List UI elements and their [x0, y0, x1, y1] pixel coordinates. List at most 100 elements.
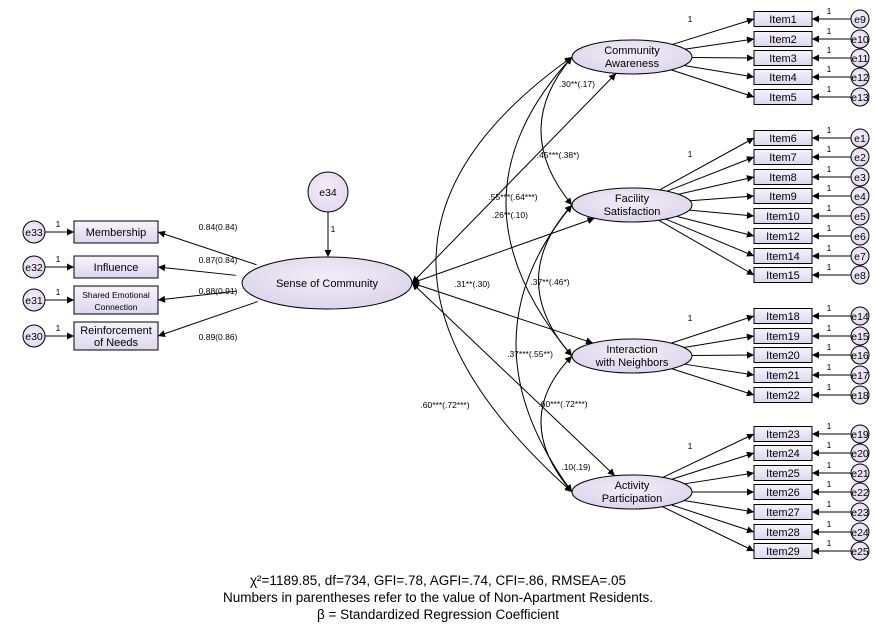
item-box-item26	[753, 484, 813, 500]
item-box-item1	[753, 11, 813, 27]
item-loading-arrow-item14	[665, 218, 755, 257]
indicator-error-weight-1: 1	[56, 219, 61, 229]
item-error-weight-e14: 1	[827, 303, 832, 313]
indicator-error-weight-4: 1	[56, 323, 61, 333]
indicator-box-4	[73, 321, 159, 351]
item-error-weight-e10: 1	[827, 26, 832, 36]
loading-arrow-1	[157, 230, 257, 266]
item-box-item29	[753, 543, 813, 559]
item-box-item19	[753, 328, 813, 344]
factor-fixed-weight-3: 1	[688, 313, 693, 323]
item-label-item25: Item25	[766, 468, 800, 480]
item-box-item9	[753, 188, 813, 204]
item-loading-arrow-item10	[689, 209, 755, 219]
item-error-label-e13: e13	[851, 92, 869, 104]
coef-ca-in: .55***(.64***)	[488, 192, 537, 202]
item-box-item25	[753, 465, 813, 481]
coef-ca: .30**(.17)	[559, 79, 595, 89]
item-box-item14	[753, 248, 813, 264]
item-error-weight-e23: 1	[827, 499, 832, 509]
indicator-label-1: Membership	[86, 227, 147, 239]
item-error-e6: e6	[850, 226, 870, 246]
indicator-box-3	[73, 285, 159, 315]
item-box-item15	[753, 267, 813, 283]
item-error-weight-e11: 1	[827, 45, 832, 55]
item-error-circle-e13	[850, 87, 870, 107]
coef-in: .31**(.30)	[454, 279, 490, 289]
structural-arrow-3	[411, 281, 594, 345]
item-box-item22	[753, 387, 813, 403]
item-error-label-e24: e24	[851, 527, 869, 539]
coef-ca-ap: .10(.19)	[561, 462, 590, 472]
indicator-error-label-1: e33	[25, 227, 43, 239]
coef-fs-ap: .37***(.55**)	[507, 349, 553, 359]
item-error-weight-e19: 1	[827, 421, 832, 431]
indicator-label-2: Influence	[94, 262, 139, 274]
item-error-label-e2: e2	[854, 152, 866, 164]
item-error-e21: e21	[850, 463, 870, 483]
item-error-weight-e1: 1	[827, 125, 832, 135]
item-label-item20: Item20	[766, 350, 800, 362]
item-error-label-e19: e19	[851, 429, 869, 441]
item-error-e20: e20	[850, 443, 870, 463]
item-error-circle-e25	[850, 541, 870, 561]
item-label-item21: Item21	[766, 370, 800, 382]
item-error-circle-e20	[850, 443, 870, 463]
structural-arrow-2	[411, 217, 595, 284]
item-error-e9: e9	[850, 9, 870, 29]
item-error-weight-e18: 1	[827, 382, 832, 392]
indicator-error-weight-2: 1	[56, 254, 61, 264]
item-error-label-e4: e4	[854, 191, 866, 203]
loading-arrow-4	[157, 301, 258, 338]
footer-line-3: β = Standardized Regression Coefficient	[317, 607, 559, 622]
item-error-label-e9: e9	[854, 14, 866, 26]
item-error-label-e18: e18	[851, 390, 869, 402]
item-error-e2: e2	[850, 147, 870, 167]
factor-label-2-line1: Facility	[615, 193, 650, 205]
item-error-label-e8: e8	[854, 270, 866, 282]
item-error-circle-e1	[850, 128, 870, 148]
item-error-e15: e15	[850, 326, 870, 346]
item-error-circle-e17	[850, 365, 870, 385]
factor-ellipse-4	[571, 474, 693, 510]
item-loading-arrow-item5	[671, 69, 755, 99]
item-label-item6: Item6	[769, 133, 797, 145]
factor-label-1-line2: Awareness	[605, 58, 660, 70]
item-error-e14: e14	[850, 306, 870, 326]
item-error-weight-e24: 1	[827, 519, 832, 529]
item-label-item28: Item28	[766, 527, 800, 539]
item-label-item15: Item15	[766, 270, 800, 282]
item-error-weight-e12: 1	[827, 64, 832, 74]
e34-error-label: e34	[319, 187, 337, 199]
item-loading-arrow-item29	[662, 506, 755, 552]
factor-fixed-weight-4: 1	[688, 441, 693, 451]
item-box-item21	[753, 367, 813, 383]
item-loading-arrow-item19	[683, 333, 755, 348]
item-error-weight-e6: 1	[827, 223, 832, 233]
indicator-error-label-2: e32	[25, 262, 43, 274]
indicator-error-weight-3: 1	[56, 287, 61, 297]
factor-label-3-line2: with Neighbors	[595, 357, 669, 369]
indicator-error-label-3: e31	[25, 295, 43, 307]
item-label-item9: Item9	[769, 191, 797, 203]
indicator-error-label-4: e30	[25, 331, 43, 343]
factor-label-4-line2: Participation	[602, 493, 663, 505]
item-label-item10: Item10	[766, 211, 800, 223]
sense-of-community-label: Sense of Community	[276, 278, 379, 290]
item-box-item2	[753, 31, 813, 47]
item-label-item8: Item8	[769, 172, 797, 184]
item-label-item29: Item29	[766, 546, 800, 558]
loading-coef-1: 0.84(0.84)	[199, 222, 238, 232]
item-error-weight-e4: 1	[827, 183, 832, 193]
item-box-item4	[753, 69, 813, 85]
factor-ellipse-1	[571, 39, 693, 75]
item-loading-arrow-item18	[671, 314, 755, 344]
item-loading-arrow-item20	[691, 351, 755, 359]
item-error-label-e1: e1	[854, 133, 866, 145]
item-loading-arrow-item25	[684, 470, 755, 485]
indicator-box-2	[73, 255, 159, 279]
item-error-weight-e21: 1	[827, 460, 832, 470]
item-error-circle-e11	[850, 48, 870, 68]
item-label-item2: Item2	[769, 34, 797, 46]
indicator-error-circle-3	[22, 288, 46, 312]
